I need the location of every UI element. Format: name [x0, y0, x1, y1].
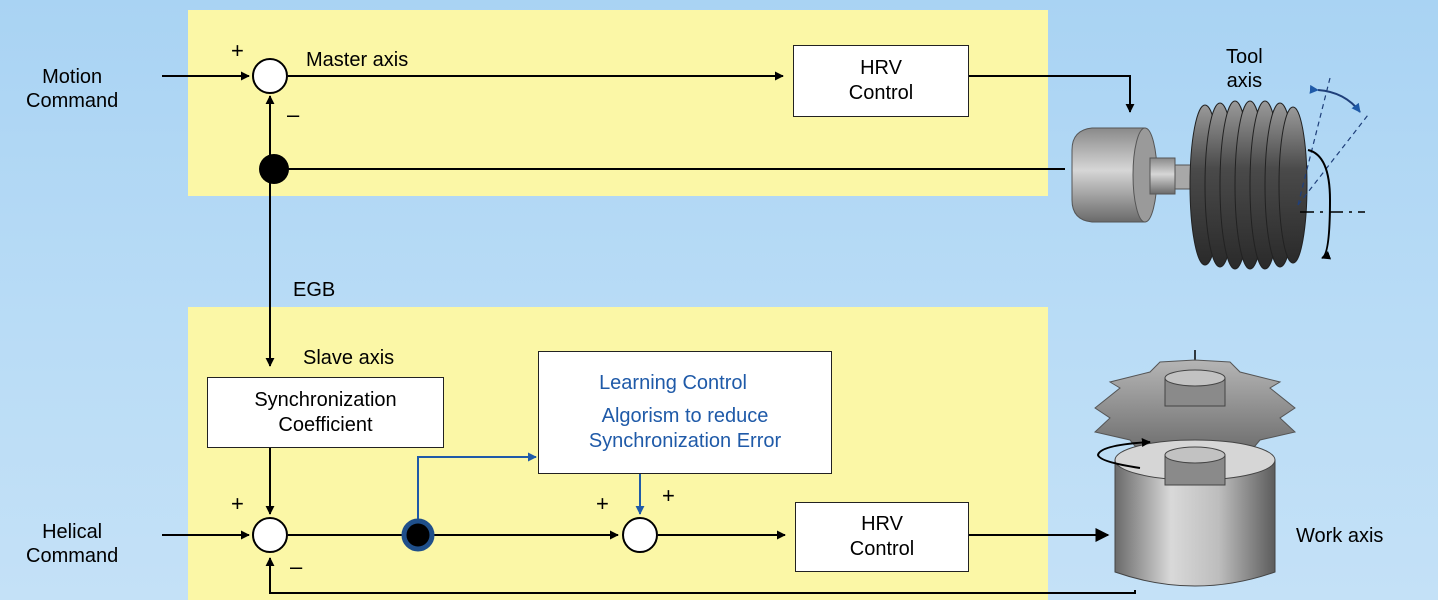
helical-command-label: Helical Command — [26, 521, 119, 567]
master-minus-sign: – — [287, 102, 300, 127]
master-summing-junction — [252, 58, 288, 94]
learning-signal-lines — [417, 452, 645, 520]
slave-minus-sign: – — [290, 554, 303, 579]
tool-axis-label: Tool axis — [1226, 46, 1263, 92]
learning-summing-junction — [622, 517, 658, 553]
learning-pickoff-point — [401, 518, 435, 552]
egb-label: EGB — [293, 279, 336, 301]
work-axis-label: Work axis — [1296, 525, 1384, 547]
slave-loop-lines — [162, 448, 1136, 594]
work-axis-illustration — [1093, 350, 1297, 587]
learning-control-title: Learning Control — [599, 372, 747, 394]
master-axis-label: Master axis — [306, 49, 409, 71]
master-plus-sign: + — [231, 38, 244, 63]
slave-axis-label: Slave axis — [303, 347, 395, 369]
tool-axis-illustration — [1071, 77, 1369, 270]
master-loop-lines — [162, 71, 1135, 367]
master-feedback-pickoff — [259, 154, 289, 184]
learning-control-description: Algorism to reduce Synchronization Error — [588, 405, 782, 452]
motion-command-label: Motion Command — [26, 66, 119, 112]
learning-plus-sign-top: + — [662, 483, 675, 508]
hrv-control-block-slave: HRV Control — [795, 502, 969, 572]
learning-plus-sign-left: + — [596, 491, 609, 516]
synchronization-coefficient-block: Synchronization Coefficient — [207, 377, 444, 448]
hrv-control-block-master: HRV Control — [793, 45, 969, 117]
slave-summing-junction — [252, 517, 288, 553]
learning-control-block: Learning Control Algorism to reduce Sync… — [538, 351, 832, 474]
slave-plus-sign: + — [231, 491, 244, 516]
